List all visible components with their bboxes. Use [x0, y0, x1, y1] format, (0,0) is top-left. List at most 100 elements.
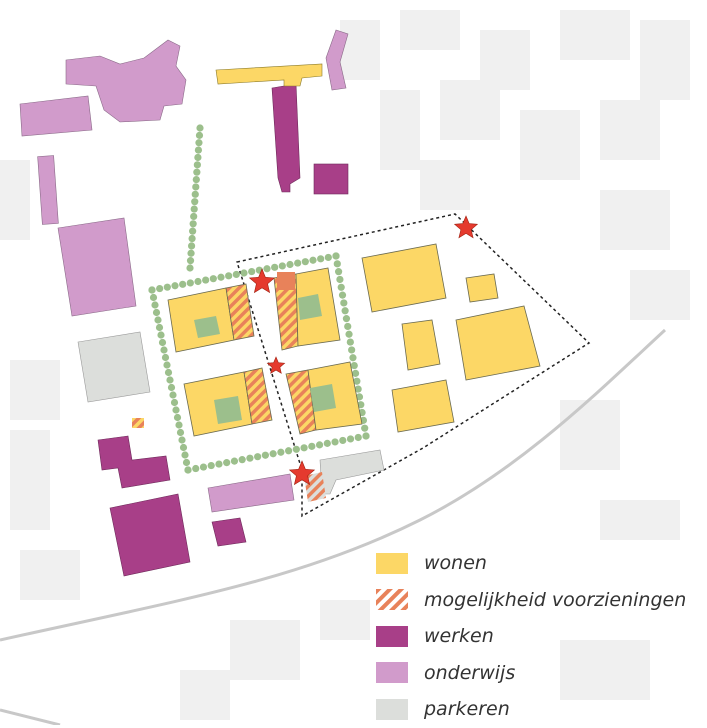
- tree-dot: [309, 256, 317, 264]
- tree-dot: [188, 234, 196, 243]
- tree-dot: [184, 466, 192, 474]
- star-icon: [453, 215, 479, 239]
- tree-dot: [170, 398, 179, 407]
- tree-dot: [151, 301, 159, 309]
- wonen-east-blocks: [361, 243, 541, 433]
- tree-dot: [158, 338, 167, 347]
- tree-dot: [207, 461, 215, 470]
- tree-dot: [361, 424, 369, 432]
- tree-dot: [167, 383, 176, 392]
- tree-dot: [152, 308, 161, 317]
- tree-row: [148, 124, 370, 474]
- tree-dot: [157, 331, 165, 339]
- tree-dot: [189, 227, 197, 235]
- legend-label: werken: [424, 625, 494, 648]
- legend-label: onderwijs: [424, 661, 516, 684]
- star-icon: [288, 460, 316, 486]
- tree-dot: [263, 265, 271, 273]
- legend-item-parkeren: parkeren: [376, 691, 707, 728]
- tree-dot: [193, 168, 201, 176]
- tree-dot: [337, 283, 345, 291]
- tree-dot: [179, 443, 188, 452]
- tree-dot: [232, 270, 240, 279]
- tree-dot: [294, 259, 302, 267]
- tree-dot: [331, 438, 339, 446]
- tree-dot: [155, 323, 164, 332]
- tree-dot: [190, 205, 198, 213]
- tree-dot: [179, 280, 187, 288]
- tree-dot: [353, 377, 361, 385]
- tree-dot: [292, 445, 300, 453]
- background-buildings: [0, 10, 690, 720]
- tree-dot: [346, 338, 354, 346]
- tree-dot: [182, 458, 191, 467]
- tree-dot: [348, 346, 356, 354]
- tree-dot: [187, 249, 195, 257]
- tree-dot: [191, 190, 199, 198]
- tree-dot: [161, 353, 170, 362]
- tree-dot: [344, 322, 352, 331]
- tree-dot: [199, 463, 208, 471]
- tree-dot: [338, 291, 347, 299]
- star-icon: [248, 215, 479, 486]
- tree-dot: [225, 272, 233, 280]
- tree-dot: [277, 448, 285, 456]
- tree-dot: [355, 393, 364, 401]
- tree-dot: [186, 264, 194, 272]
- tree-dot: [186, 257, 195, 265]
- tree-dot: [315, 441, 324, 449]
- tree-dot: [149, 293, 158, 302]
- tree-dot: [163, 283, 171, 291]
- tree-dot: [173, 413, 182, 422]
- tree-dot: [217, 273, 225, 281]
- tree-dot: [192, 464, 200, 473]
- tree-dot: [246, 454, 254, 462]
- legend-label: wonen: [424, 552, 487, 575]
- tree-dot: [178, 436, 186, 444]
- tree-dot: [335, 268, 343, 276]
- tree-dot: [351, 369, 360, 377]
- tree-dot: [341, 307, 349, 315]
- legend-item-voorzieningen: mogelijkheid voorzieningen: [376, 582, 707, 619]
- tree-dot: [202, 276, 210, 284]
- tree-dot: [215, 460, 223, 468]
- tree-dot: [171, 282, 179, 290]
- rail-line: [0, 328, 667, 642]
- tree-dot: [323, 439, 331, 447]
- tree-dot: [192, 175, 200, 184]
- tree-dot: [189, 220, 197, 228]
- tree-dot: [169, 391, 177, 399]
- voorziening-hatch-small: [132, 418, 144, 428]
- tree-dot: [196, 124, 204, 132]
- tree-dot: [195, 131, 204, 139]
- tree-dot: [346, 435, 355, 443]
- tree-dot: [186, 279, 194, 287]
- tree-dot: [286, 260, 294, 269]
- tree-dot: [333, 260, 341, 268]
- tree-dot: [339, 436, 347, 445]
- tree-dot: [301, 258, 309, 266]
- tree-dot: [354, 385, 362, 393]
- tree-dot: [349, 354, 357, 362]
- tree-dot: [254, 453, 262, 461]
- werken-areas: [97, 83, 349, 577]
- tree-dot: [317, 255, 325, 263]
- legend-swatch-onderwijs: [376, 662, 408, 684]
- tree-dot: [271, 263, 279, 271]
- legend-item-wonen: wonen: [376, 545, 707, 582]
- tree-dot: [156, 284, 164, 293]
- plan-boundary: [236, 213, 591, 518]
- legend-swatch-werken: [376, 625, 408, 647]
- tree-dot: [332, 252, 340, 260]
- legend-label: parkeren: [424, 698, 510, 721]
- legend-swatch-voorzieningen: [376, 589, 408, 611]
- tree-dot: [342, 315, 351, 323]
- tree-dot: [308, 442, 316, 450]
- legend-label: mogelijkheid voorzieningen: [424, 588, 687, 611]
- parkeren-areas: [77, 331, 385, 495]
- legend: wonen mogelijkheid voorzieningen werken …: [376, 545, 707, 728]
- wonen-bar-north: [215, 63, 323, 87]
- tree-dot: [195, 139, 203, 147]
- tree-dot: [154, 316, 162, 324]
- tree-dot: [278, 262, 286, 270]
